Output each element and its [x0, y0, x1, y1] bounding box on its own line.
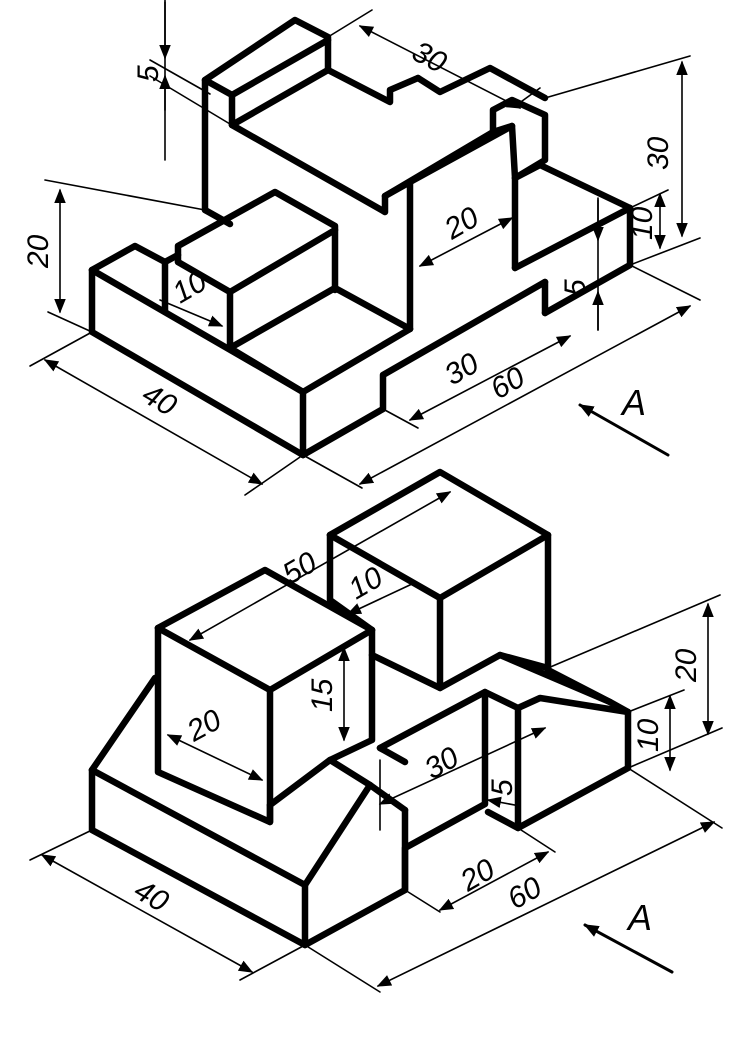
dim-5-right: 5	[559, 279, 592, 296]
dim-15: 15	[306, 678, 339, 712]
dim-30-right: 30	[642, 136, 675, 170]
dimension-labels-bottom: 50 10 15 20 20 10 30 5 20 60 40 A	[129, 546, 704, 938]
dim-10-right: 10	[626, 206, 659, 240]
dim-20-left: 20	[22, 234, 55, 269]
dim-20-mid: 20	[438, 201, 485, 247]
dim-5-top: 5	[132, 65, 165, 82]
dimension-lines-top	[29, 0, 701, 496]
dim-5-bottom: 5	[486, 779, 519, 796]
dim-20-block: 20	[181, 703, 227, 748]
dimension-lines-bottom	[29, 491, 723, 993]
dim-10-right-bottom: 10	[632, 718, 665, 752]
view-label-a-top: A	[620, 382, 646, 423]
dim-60-top: 60	[485, 361, 531, 406]
dim-30-top: 30	[407, 35, 452, 80]
dim-30-bottom: 30	[419, 741, 465, 786]
dim-40-bottom: 40	[129, 873, 175, 918]
dim-20-right-bottom: 20	[670, 648, 703, 683]
dim-60-bottom: 60	[502, 871, 548, 916]
dim-10-slot: 10	[167, 265, 213, 310]
dim-20-base: 20	[454, 853, 501, 899]
view-label-a-bottom: A	[626, 897, 652, 938]
